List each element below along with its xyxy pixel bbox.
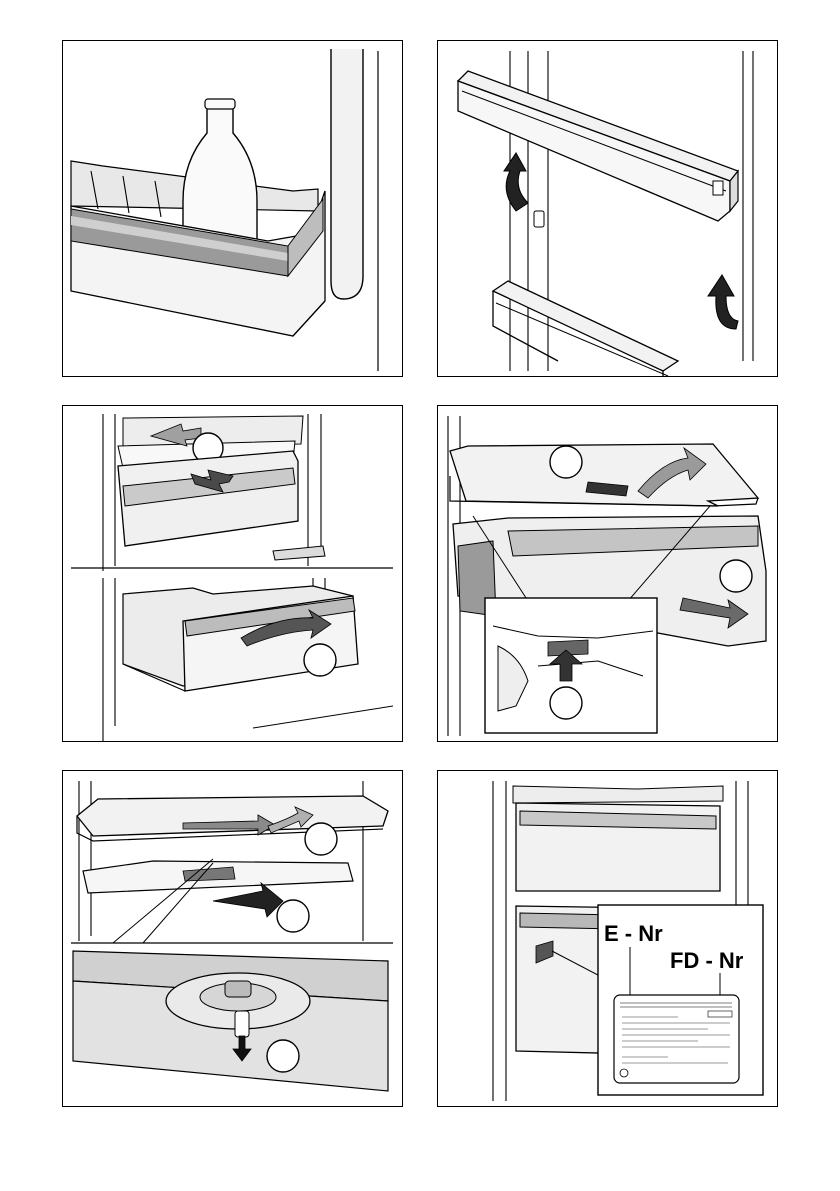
door-rack-bottle-panel <box>62 40 403 377</box>
arrow-up-icon <box>504 153 528 211</box>
freezer-drawer-removal-illustration <box>63 406 403 742</box>
e-nr-label: E - Nr <box>604 921 663 946</box>
door-rack-bottle-illustration <box>63 41 403 377</box>
door-rack-removal-illustration <box>438 41 778 377</box>
rating-plate-panel: E - Nr FD - Nr <box>437 770 778 1107</box>
circle-marker-icon <box>267 1040 299 1072</box>
fd-nr-label: FD - Nr <box>670 948 744 973</box>
glass-shelf-removal-panel <box>62 770 403 1107</box>
circle-marker-icon <box>305 823 337 855</box>
freezer-drawer-removal-panel <box>62 405 403 742</box>
arrow-right-icon <box>213 883 283 917</box>
arrow-up-icon <box>708 275 738 329</box>
circle-marker-icon <box>720 560 752 592</box>
shelf-and-drawer-removal-illustration <box>438 406 778 742</box>
circle-marker-icon <box>550 687 582 719</box>
circle-marker-icon <box>304 644 336 676</box>
glass-shelf-removal-illustration <box>63 771 403 1107</box>
shelf-and-drawer-removal-panel <box>437 405 778 742</box>
circle-marker-icon <box>550 446 582 478</box>
rating-plate-label <box>614 995 739 1083</box>
circle-marker-icon <box>277 900 309 932</box>
door-rack-removal-panel <box>437 40 778 377</box>
rating-plate-illustration: E - Nr FD - Nr <box>438 771 778 1107</box>
